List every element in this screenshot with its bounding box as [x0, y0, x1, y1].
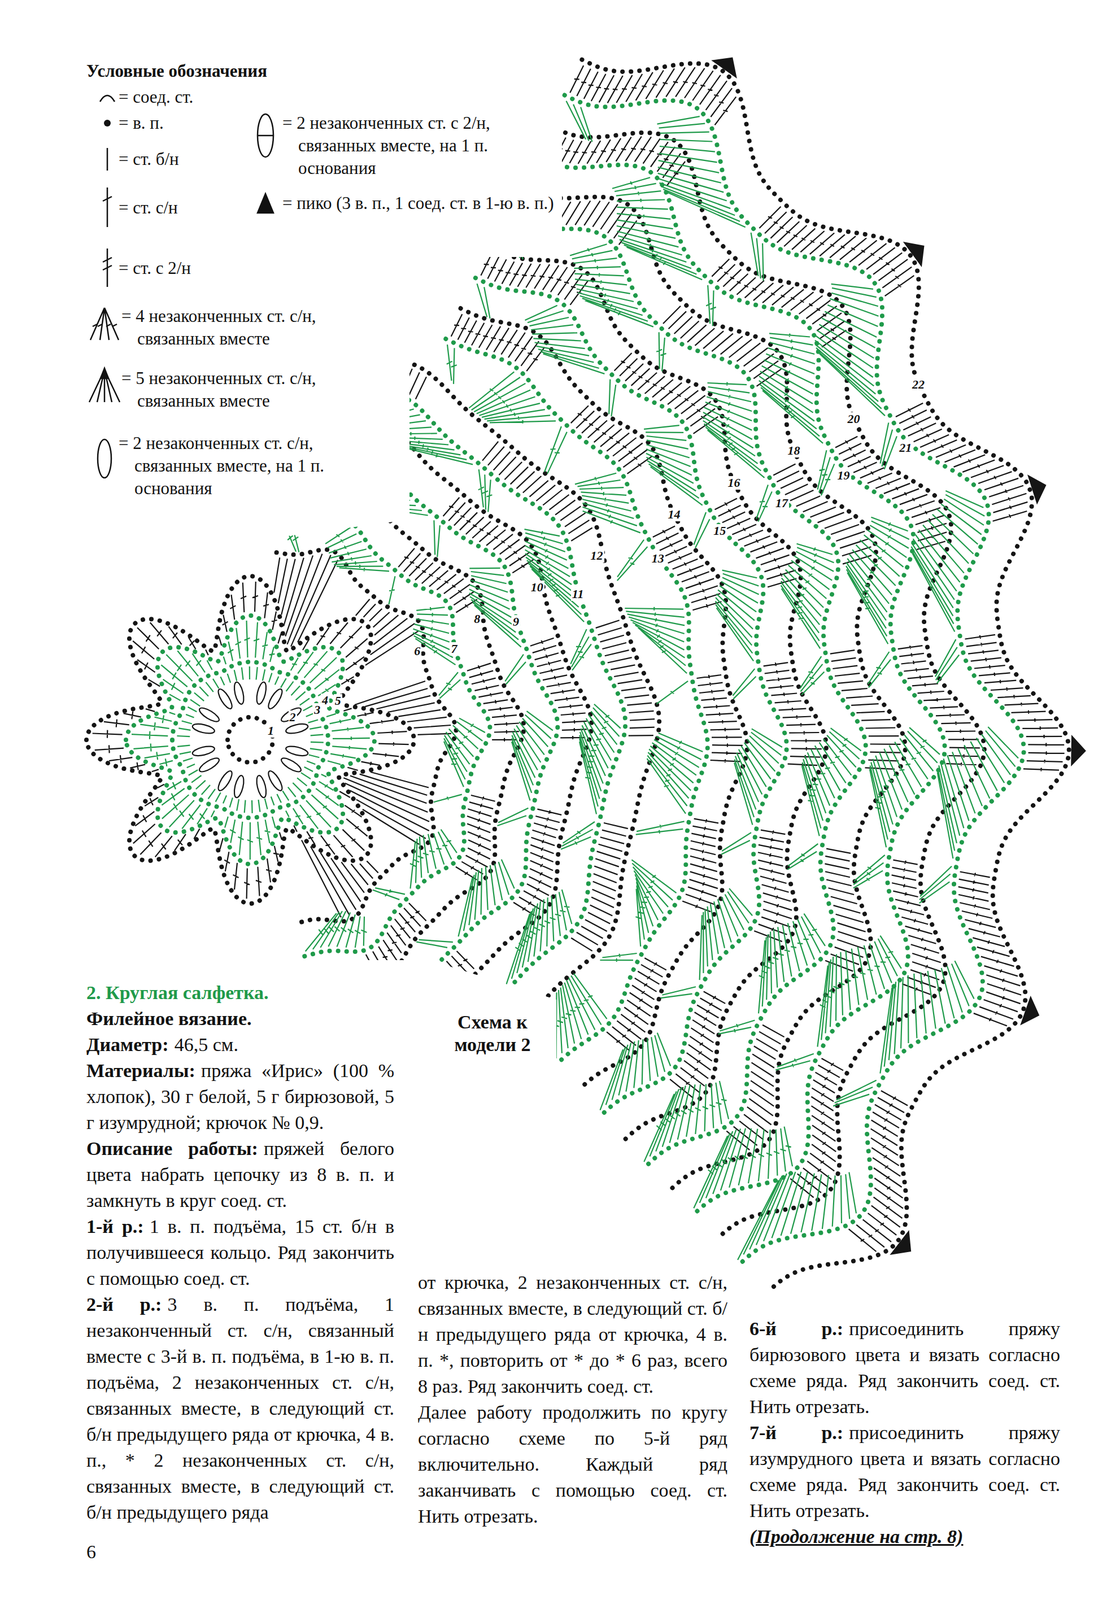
cluster-4-symbol — [90, 307, 119, 341]
row-number: 17 — [774, 496, 790, 511]
row-number: 4 — [320, 693, 330, 708]
paragraph: Далее работу продолжить по кругу согласн… — [417, 1399, 728, 1530]
cluster-oval — [232, 681, 246, 705]
paragraph: 1-й р.:1 в. п. подъёма, 15 ст. б/н в пол… — [86, 1213, 395, 1292]
bold-lead: Описание работы: — [86, 1138, 259, 1159]
two-tr-one-base-symbol — [257, 114, 274, 158]
row-number: 19 — [836, 468, 852, 483]
chain-symbol — [103, 119, 111, 127]
chart-group — [86, 57, 1087, 1292]
article-title: 2. Круглая салфетка. — [86, 982, 269, 1004]
row-number: 10 — [529, 580, 545, 595]
paragraph: 6-й р.:присоединить пряжу бирюзового цве… — [749, 1315, 1061, 1420]
cluster-oval — [279, 755, 303, 775]
cluster-oval — [254, 774, 268, 799]
row-number: 8 — [472, 612, 482, 626]
row-number: 2 — [288, 710, 298, 725]
paragraph: Филейное вязание. — [86, 1005, 395, 1032]
paragraph: (Продолжение на стр. 8) — [749, 1523, 1061, 1550]
body-text: Далее работу продолжить по кругу согласн… — [417, 1401, 728, 1527]
row-number: 5 — [333, 694, 343, 708]
cluster-oval — [191, 744, 216, 758]
row-number: 11 — [571, 587, 586, 601]
stitch-strokes — [131, 101, 1019, 1261]
row-number: 20 — [846, 412, 861, 426]
cluster-oval — [215, 687, 235, 711]
paragraph: от крючка, 2 незаконченных ст. с/н, связ… — [417, 1269, 728, 1400]
cluster-oval — [279, 705, 303, 725]
legend-entry: = пико (3 в. п., 1 соед. ст. в 1-ю в. п.… — [282, 192, 564, 215]
two-dc-one-base-symbol — [97, 439, 112, 478]
text-column: 6-й р.:присоединить пряжу бирюзового цве… — [749, 1315, 1061, 1550]
slip-stitch-symbol — [99, 95, 115, 102]
legend-entry: = 5 незаконченных ст. с/н, связанных вме… — [121, 367, 392, 413]
row-number: 14 — [667, 507, 682, 522]
bold-lead: 1-й р.: — [86, 1216, 145, 1237]
row-number: 12 — [589, 548, 605, 563]
row-number: 21 — [898, 441, 913, 455]
page-number: 6 — [86, 1540, 97, 1564]
bold-lead: Диаметр: — [86, 1034, 169, 1056]
bold-lead: 7-й р.: — [749, 1422, 844, 1444]
row-number: 16 — [726, 476, 742, 490]
paragraph: 2-й р.:3 в. п. подъёма, 1 незаконченный … — [86, 1291, 395, 1526]
bold-lead: 6-й р.: — [749, 1318, 844, 1340]
row-number: 18 — [786, 443, 801, 458]
bold-lead: Материалы: — [86, 1060, 196, 1082]
paragraph: Материалы:пряжа «Ирис» (100 % хлопок), 3… — [86, 1057, 395, 1136]
cluster-oval — [266, 687, 285, 711]
legend-entry: = соед. ст. — [118, 85, 383, 109]
symbol-group — [89, 95, 274, 478]
cluster-oval — [285, 744, 309, 758]
cluster-4-bars — [92, 324, 117, 327]
continuation-note: (Продолжение на стр. 8) — [749, 1526, 963, 1547]
cluster-oval — [232, 774, 246, 799]
cluster-oval — [266, 769, 285, 793]
cluster-oval — [285, 722, 309, 736]
row-number: 1 — [266, 724, 276, 738]
chain-dots — [86, 59, 1070, 1292]
cluster-oval — [191, 722, 216, 736]
cluster-oval — [197, 705, 221, 725]
double-crochet-symbol — [106, 187, 109, 228]
chart-caption: Схема к модели 2 — [436, 1010, 549, 1057]
row-number: 22 — [911, 377, 926, 392]
legend-entry: = 4 незаконченных ст. с/н, связанных вме… — [121, 304, 392, 351]
technique-line: Филейное вязание. — [86, 1008, 252, 1030]
text-column: от крючка, 2 незаконченных ст. с/н, связ… — [417, 1269, 728, 1530]
text-column: 2. Круглая салфетка.Филейное вязание.Диа… — [86, 979, 395, 1526]
row-number: 7 — [449, 642, 459, 656]
row-number: 6 — [412, 644, 422, 658]
two-tr-one-base-bar — [257, 134, 274, 137]
body-text: 46,5 см. — [174, 1034, 239, 1056]
paragraph: Описание работы:пряжей белого цвета набр… — [86, 1135, 395, 1214]
body-text: 3 в. п. подъёма, 1 незаконченный ст. с/н… — [86, 1293, 395, 1523]
row-number: 15 — [712, 524, 727, 538]
body-text: от крючка, 2 незаконченных ст. с/н, связ… — [417, 1271, 728, 1397]
legend-entry: = 2 незаконченных ст. с/н, связанных вме… — [118, 432, 372, 500]
single-crochet-symbol — [106, 147, 109, 171]
bold-lead: 2-й р.: — [86, 1293, 162, 1315]
legend-entry: = 2 незаконченных ст. с 2/н, связанных в… — [282, 111, 564, 180]
cluster-oval — [215, 769, 235, 793]
treble-bar — [102, 265, 112, 270]
paragraph: Диаметр:46,5 см. — [86, 1031, 395, 1058]
paragraph: 2. Круглая салфетка. — [86, 979, 395, 1006]
cluster-oval — [197, 755, 221, 775]
cluster-oval — [254, 681, 268, 705]
picot-symbol — [257, 193, 274, 213]
picot-marks — [711, 57, 1087, 1255]
paragraph: 7-й р.:присоединить пряжу изумрудного цв… — [749, 1419, 1061, 1524]
double-crochet-bar — [102, 196, 112, 202]
row-number: 9 — [511, 615, 521, 629]
legend-heading: Условные обозначения — [86, 59, 268, 83]
row-number: 13 — [650, 551, 666, 566]
cluster-5-cap — [100, 368, 109, 379]
legend-entry: = ст. с 2/н — [118, 256, 383, 280]
treble-bar — [102, 257, 112, 263]
